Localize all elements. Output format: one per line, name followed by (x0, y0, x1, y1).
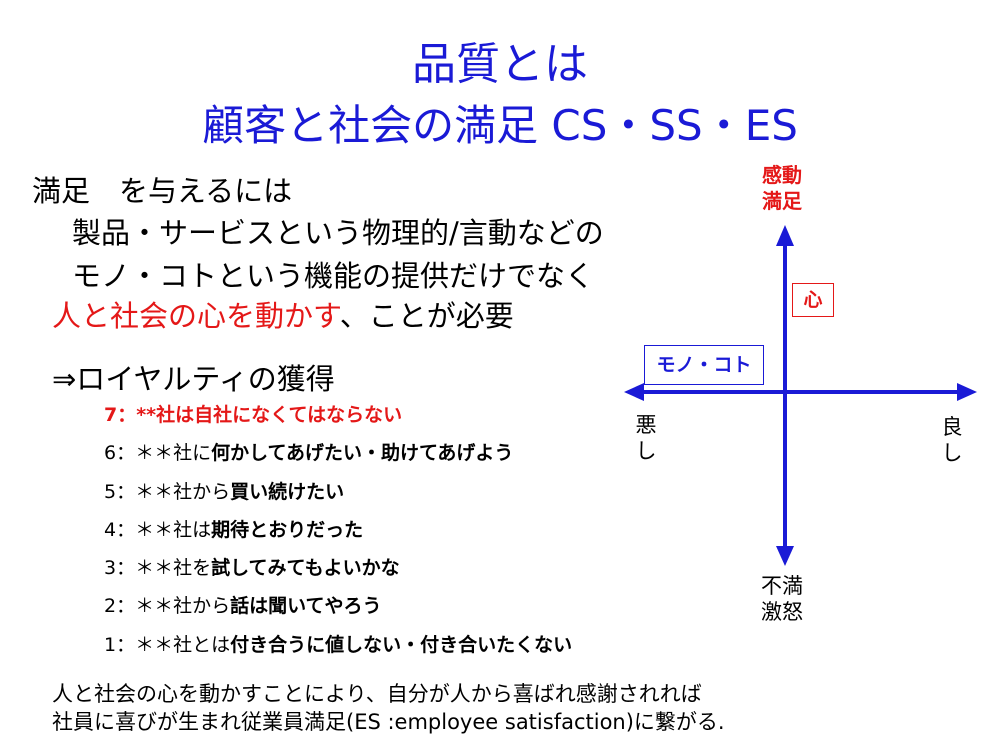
kokoro-box: 心 (792, 283, 834, 317)
body-line-4: 人と社会の心を動かす、ことが必要 (52, 293, 514, 335)
scale-text: 何かしてあげたい・助けてあげよう (211, 442, 514, 465)
right-label-line-1: 良 (941, 415, 963, 439)
left-label-line-2: し (635, 439, 657, 463)
scale-prefix: 5：＊＊社から (104, 480, 231, 503)
arrow-up (776, 225, 794, 246)
mono-koto-box: モノ・コト (644, 345, 764, 385)
scale-text: 期待とおりだった (211, 518, 364, 541)
slide-subtitle: 顧客と社会の満足 CS・SS・ES (202, 101, 798, 150)
scale-item-1: 1：＊＊社とは付き合うに値しない・付き合いたくない (104, 630, 572, 668)
scale-text: 買い続けたい (230, 480, 345, 503)
left-label-line-1: 悪 (635, 413, 657, 437)
scale-text: 話は聞いてやろう (230, 595, 382, 618)
loyalty-heading: ⇒ロイヤルティの獲得 (52, 362, 335, 396)
scale-text: 試してみてもよいかな (211, 557, 400, 580)
right-axis-label: 良 し (940, 414, 964, 466)
scale-prefix: 2：＊＊社から (104, 595, 231, 618)
body-line-2: 製品・サービスという物理的/言動などの (72, 216, 604, 250)
conclusion-line-2: 社員に喜びが生まれ従業員満足(ES :employee satisfaction… (52, 710, 725, 734)
bottom-axis-label: 不満 激怒 (752, 573, 812, 625)
left-axis-label: 悪 し (634, 412, 658, 464)
loyalty-scale-list: 7：**社は自社になくてはならない 6：＊＊社に何かしてあげたい・助けてあげよう… (104, 400, 572, 668)
bottom-label-line-2: 激怒 (761, 600, 803, 624)
scale-prefix: 4：＊＊社は (104, 518, 212, 541)
top-axis-label: 感動 満足 (752, 162, 812, 214)
scale-item-7: 7：**社は自社になくてはならない (104, 400, 572, 438)
scale-item-6: 6：＊＊社に何かしてあげたい・助けてあげよう (104, 438, 572, 476)
bottom-label-line-1: 不満 (761, 574, 803, 598)
scale-prefix: 7： (104, 404, 137, 426)
scale-item-3: 3：＊＊社を試してみてもよいかな (104, 553, 572, 591)
scale-item-5: 5：＊＊社から買い続けたい (104, 477, 572, 515)
scale-item-4: 4：＊＊社は期待とおりだった (104, 515, 572, 553)
scale-text: 付き合うに値しない・付き合いたくない (230, 633, 573, 656)
conclusion-line-1: 人と社会の心を動かすことにより、自分が人から喜ばれ感謝されれば (52, 682, 702, 706)
top-label-line-2: 満足 (762, 189, 802, 213)
arrow-down (776, 546, 794, 566)
arrow-left (624, 383, 644, 401)
slide-title: 品質とは (412, 39, 588, 90)
scale-prefix: 1：＊＊社とは (104, 633, 231, 656)
scale-prefix: 6：＊＊社に (104, 442, 212, 465)
body-line-3: モノ・コトという機能の提供だけでなく (72, 259, 595, 293)
right-label-line-2: し (941, 441, 963, 465)
scale-prefix: 3：＊＊社を (104, 557, 212, 580)
scale-text: **社は自社になくてはならない (136, 404, 403, 426)
body-line-4-rest: 、ことが必要 (339, 299, 514, 333)
body-line-1: 満足 を与えるには (32, 174, 293, 208)
top-label-line-1: 感動 (762, 163, 802, 187)
emphasis-text: 人と社会の心を動かす (52, 299, 340, 333)
arrow-right (957, 383, 977, 401)
scale-item-2: 2：＊＊社から話は聞いてやろう (104, 591, 572, 629)
